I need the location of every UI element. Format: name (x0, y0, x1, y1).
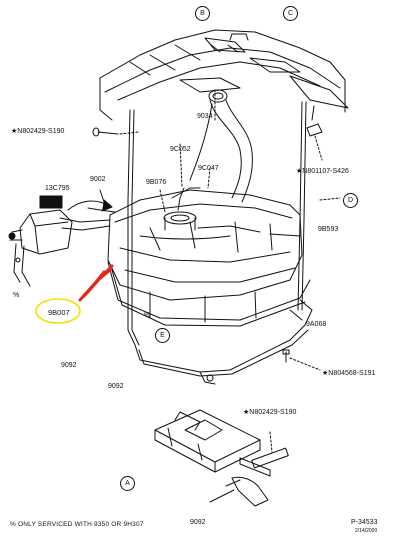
part-label-9092-left: 9092 (61, 362, 77, 369)
part-label-9b007: 9B007 (48, 308, 70, 317)
part-label-9092-lower: 9092 (108, 383, 124, 390)
body-floor-pan (99, 29, 349, 121)
view-letter-a: A (120, 476, 135, 491)
part-label-9b076: 9B076 (146, 179, 167, 186)
fuel-tank (107, 187, 303, 301)
fastener-label-n801107: ★N801107-S426 (296, 168, 349, 175)
part-label-9c052: 9C052 (170, 146, 191, 153)
bracket-n801107 (306, 105, 323, 161)
part-label-9002: 9002 (90, 176, 106, 183)
red-pointer-arrow (78, 264, 114, 302)
footnote-text: % ONLY SERVICED WITH 9350 OR 9H307 (10, 521, 144, 528)
bolt-n802429-upper (92, 127, 139, 137)
part-label-13c795: 13C795 (45, 185, 70, 192)
inset-bracket-detail (154, 409, 289, 507)
part-label-9b593: 9B593 (318, 226, 339, 233)
part-label-9092-inset: 9092 (190, 519, 206, 526)
fastener-label-n802429-upper: ★N802429-S190 (11, 128, 65, 135)
tank-straps (134, 299, 313, 385)
part-label-9034: 9034 (197, 113, 213, 120)
fastener-label-n804568: ★N804568-S191 (322, 370, 376, 377)
evap-canister (8, 195, 73, 287)
fastener-label-n802429-lower: ★N802429-S190 (243, 409, 297, 416)
view-letter-c: C (283, 6, 298, 21)
filler-pipe (189, 89, 253, 203)
left-strap-rod (127, 109, 136, 346)
figure-number: P-34533 (351, 519, 378, 526)
highlight-circle (35, 298, 81, 324)
footnote-mark-center: % (144, 312, 151, 319)
part-label-9a068: 9A068 (306, 321, 327, 328)
view-letter-b: B (195, 6, 210, 21)
fuel-lines (59, 207, 116, 231)
figure-date: 2/14/2000 (355, 528, 378, 534)
view-letter-d: D (343, 193, 358, 208)
view-letter-e: E (155, 328, 170, 343)
footnote-mark-left: % (13, 292, 20, 299)
right-strap-rod (297, 101, 303, 311)
part-label-9c047: 9C047 (198, 165, 219, 172)
